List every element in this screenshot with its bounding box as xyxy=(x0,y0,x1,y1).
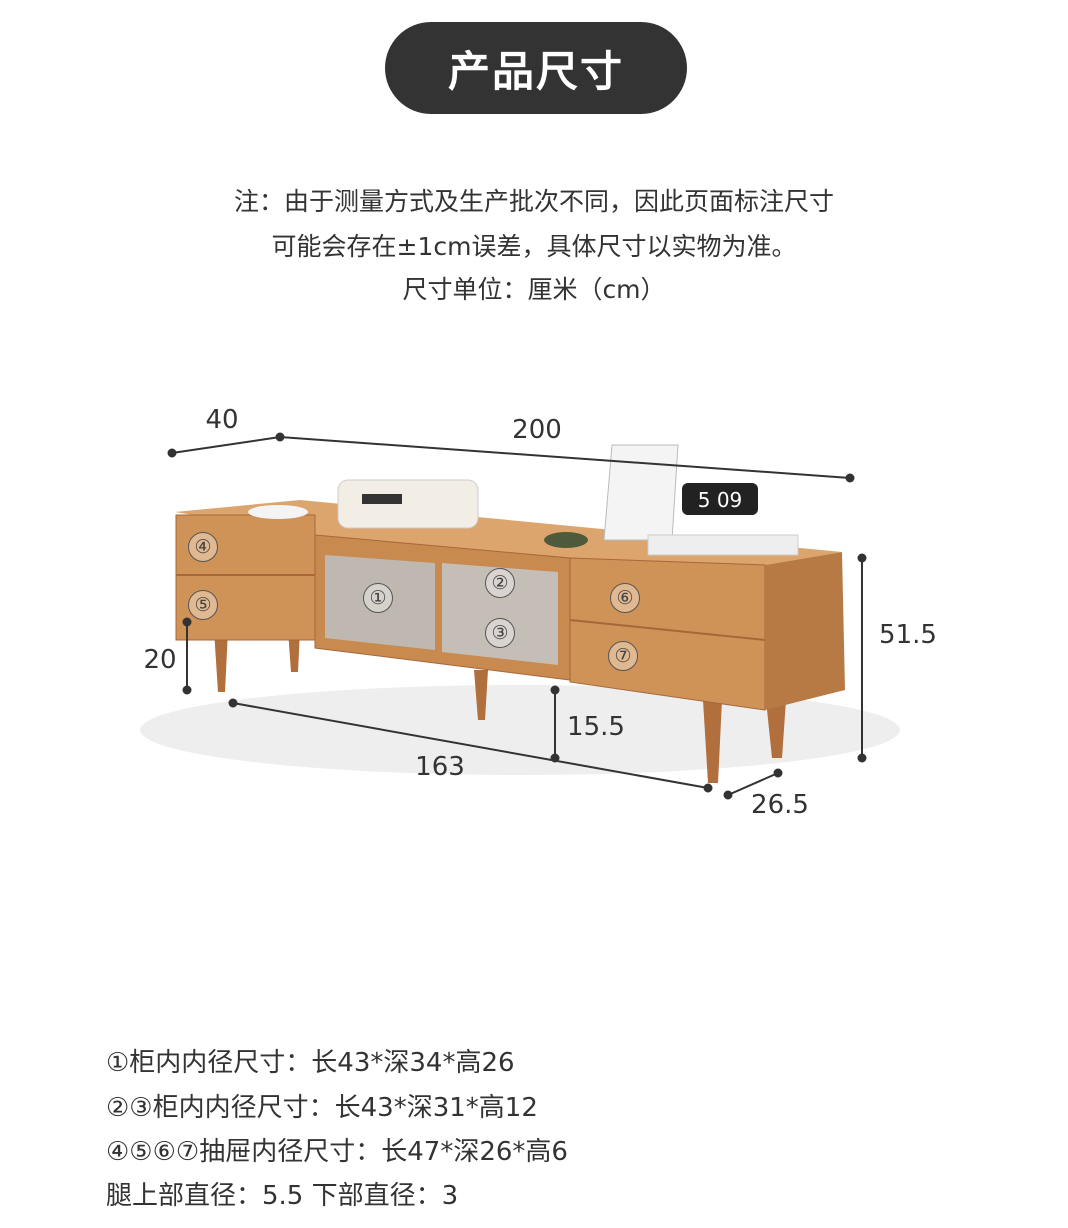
dimension-lines xyxy=(167,432,867,800)
total-height-label: 51.5 xyxy=(879,620,937,650)
note-line-1: 注：由于测量方式及生产批次不同，因此页面标注尺寸 xyxy=(233,187,834,216)
spec-line-1: ①柜内内径尺寸：长43*深34*高26 xyxy=(106,1048,515,1078)
clock-display: 5 09 xyxy=(698,488,743,512)
clearance-label: 15.5 xyxy=(567,712,625,742)
glass-door-right xyxy=(442,563,558,665)
spec-line-3: ④⑤⑥⑦抽屉内径尺寸：长47*深26*高6 xyxy=(106,1137,568,1167)
compartment-5-label: ⑤ xyxy=(188,590,218,620)
leg-height-label: 20 xyxy=(143,645,177,675)
cabinet-side xyxy=(765,552,845,710)
compartment-7-label: ⑦ xyxy=(608,641,638,671)
compartment-2-label: ② xyxy=(485,568,515,598)
books-decor xyxy=(647,534,799,556)
total-width-label: 200 xyxy=(512,415,562,445)
note-line-3: 尺寸单位：厘米（cm） xyxy=(402,275,666,304)
compartment-3-label: ③ xyxy=(485,618,515,648)
note-line-2: 可能会存在±1cm误差，具体尺寸以实物为准。 xyxy=(271,232,797,261)
lamp-decor xyxy=(248,505,308,519)
flip-clock-decor xyxy=(682,483,758,515)
page-title: 产品尺寸 xyxy=(385,22,687,114)
compartment-6-label: ⑥ xyxy=(610,583,640,613)
spec-line-4: 腿上部直径：5.5 下部直径：3 xyxy=(106,1181,459,1211)
compartment-4-label: ④ xyxy=(188,532,218,562)
inner-leg-width-label: 163 xyxy=(415,752,465,782)
radio-decor xyxy=(337,479,479,529)
depth-label: 40 xyxy=(205,405,239,435)
inner-leg-depth-label: 26.5 xyxy=(751,790,809,820)
picture-frame-decor xyxy=(603,444,679,541)
bowl-decor xyxy=(544,532,588,548)
spec-line-2: ②③柜内内径尺寸：长43*深31*高12 xyxy=(106,1093,538,1123)
compartment-1-label: ① xyxy=(363,583,393,613)
legs xyxy=(214,630,786,783)
